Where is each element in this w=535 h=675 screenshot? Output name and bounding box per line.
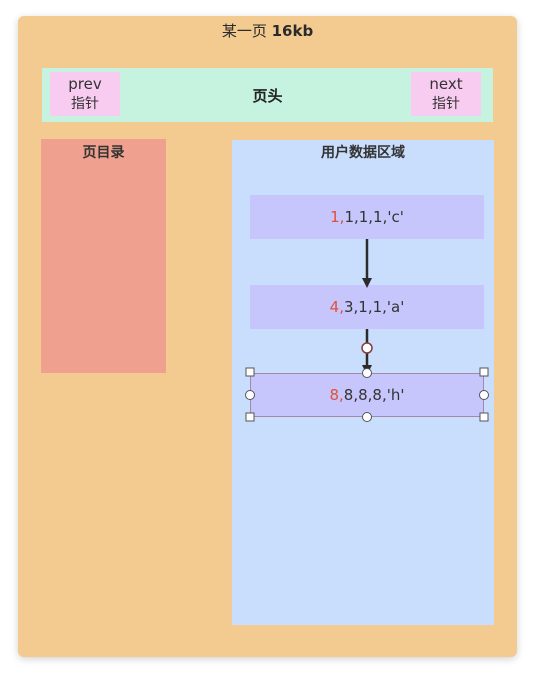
user-data-area-label: 用户数据区域	[321, 145, 405, 161]
prev-pointer: prev 指针	[50, 72, 120, 116]
page-directory-label: 页目录	[82, 145, 125, 161]
page-title-main: 某一页	[221, 22, 272, 40]
record-3-key: 8,	[329, 386, 344, 404]
record-1: 1,1,1,1,'c'	[250, 195, 484, 239]
user-data-area: 用户数据区域 1,1,1,1,'c' 4,3,1,1,'a' 8,8,8,8,'…	[232, 140, 494, 625]
page-title: 某一页 16kb	[18, 20, 517, 41]
record-3-selected[interactable]: 8,8,8,8,'h'	[250, 373, 484, 417]
record-2-key: 4,	[329, 298, 344, 316]
record-1-rest: 1,1,1,'c'	[344, 208, 404, 226]
prev-pointer-name: prev	[68, 75, 102, 93]
page-title-size: 16kb	[271, 22, 314, 40]
record-2-rest: 3,1,1,'a'	[343, 298, 405, 316]
page-header-label: 页头	[252, 87, 283, 105]
page-box: 某一页 16kb prev 指针 页头 next 指针 页目录 用户数据区域 1…	[18, 16, 517, 657]
prev-pointer-sub: 指针	[71, 96, 99, 112]
next-pointer-sub: 指针	[432, 96, 460, 112]
record-3-rest: 8,8,8,'h'	[343, 386, 405, 404]
next-pointer: next 指针	[411, 72, 481, 116]
page-header: prev 指针 页头 next 指针	[42, 68, 493, 122]
record-2: 4,3,1,1,'a'	[250, 285, 484, 329]
next-pointer-name: next	[429, 75, 463, 93]
page-directory: 页目录	[41, 139, 166, 373]
record-1-key: 1,	[330, 208, 345, 226]
